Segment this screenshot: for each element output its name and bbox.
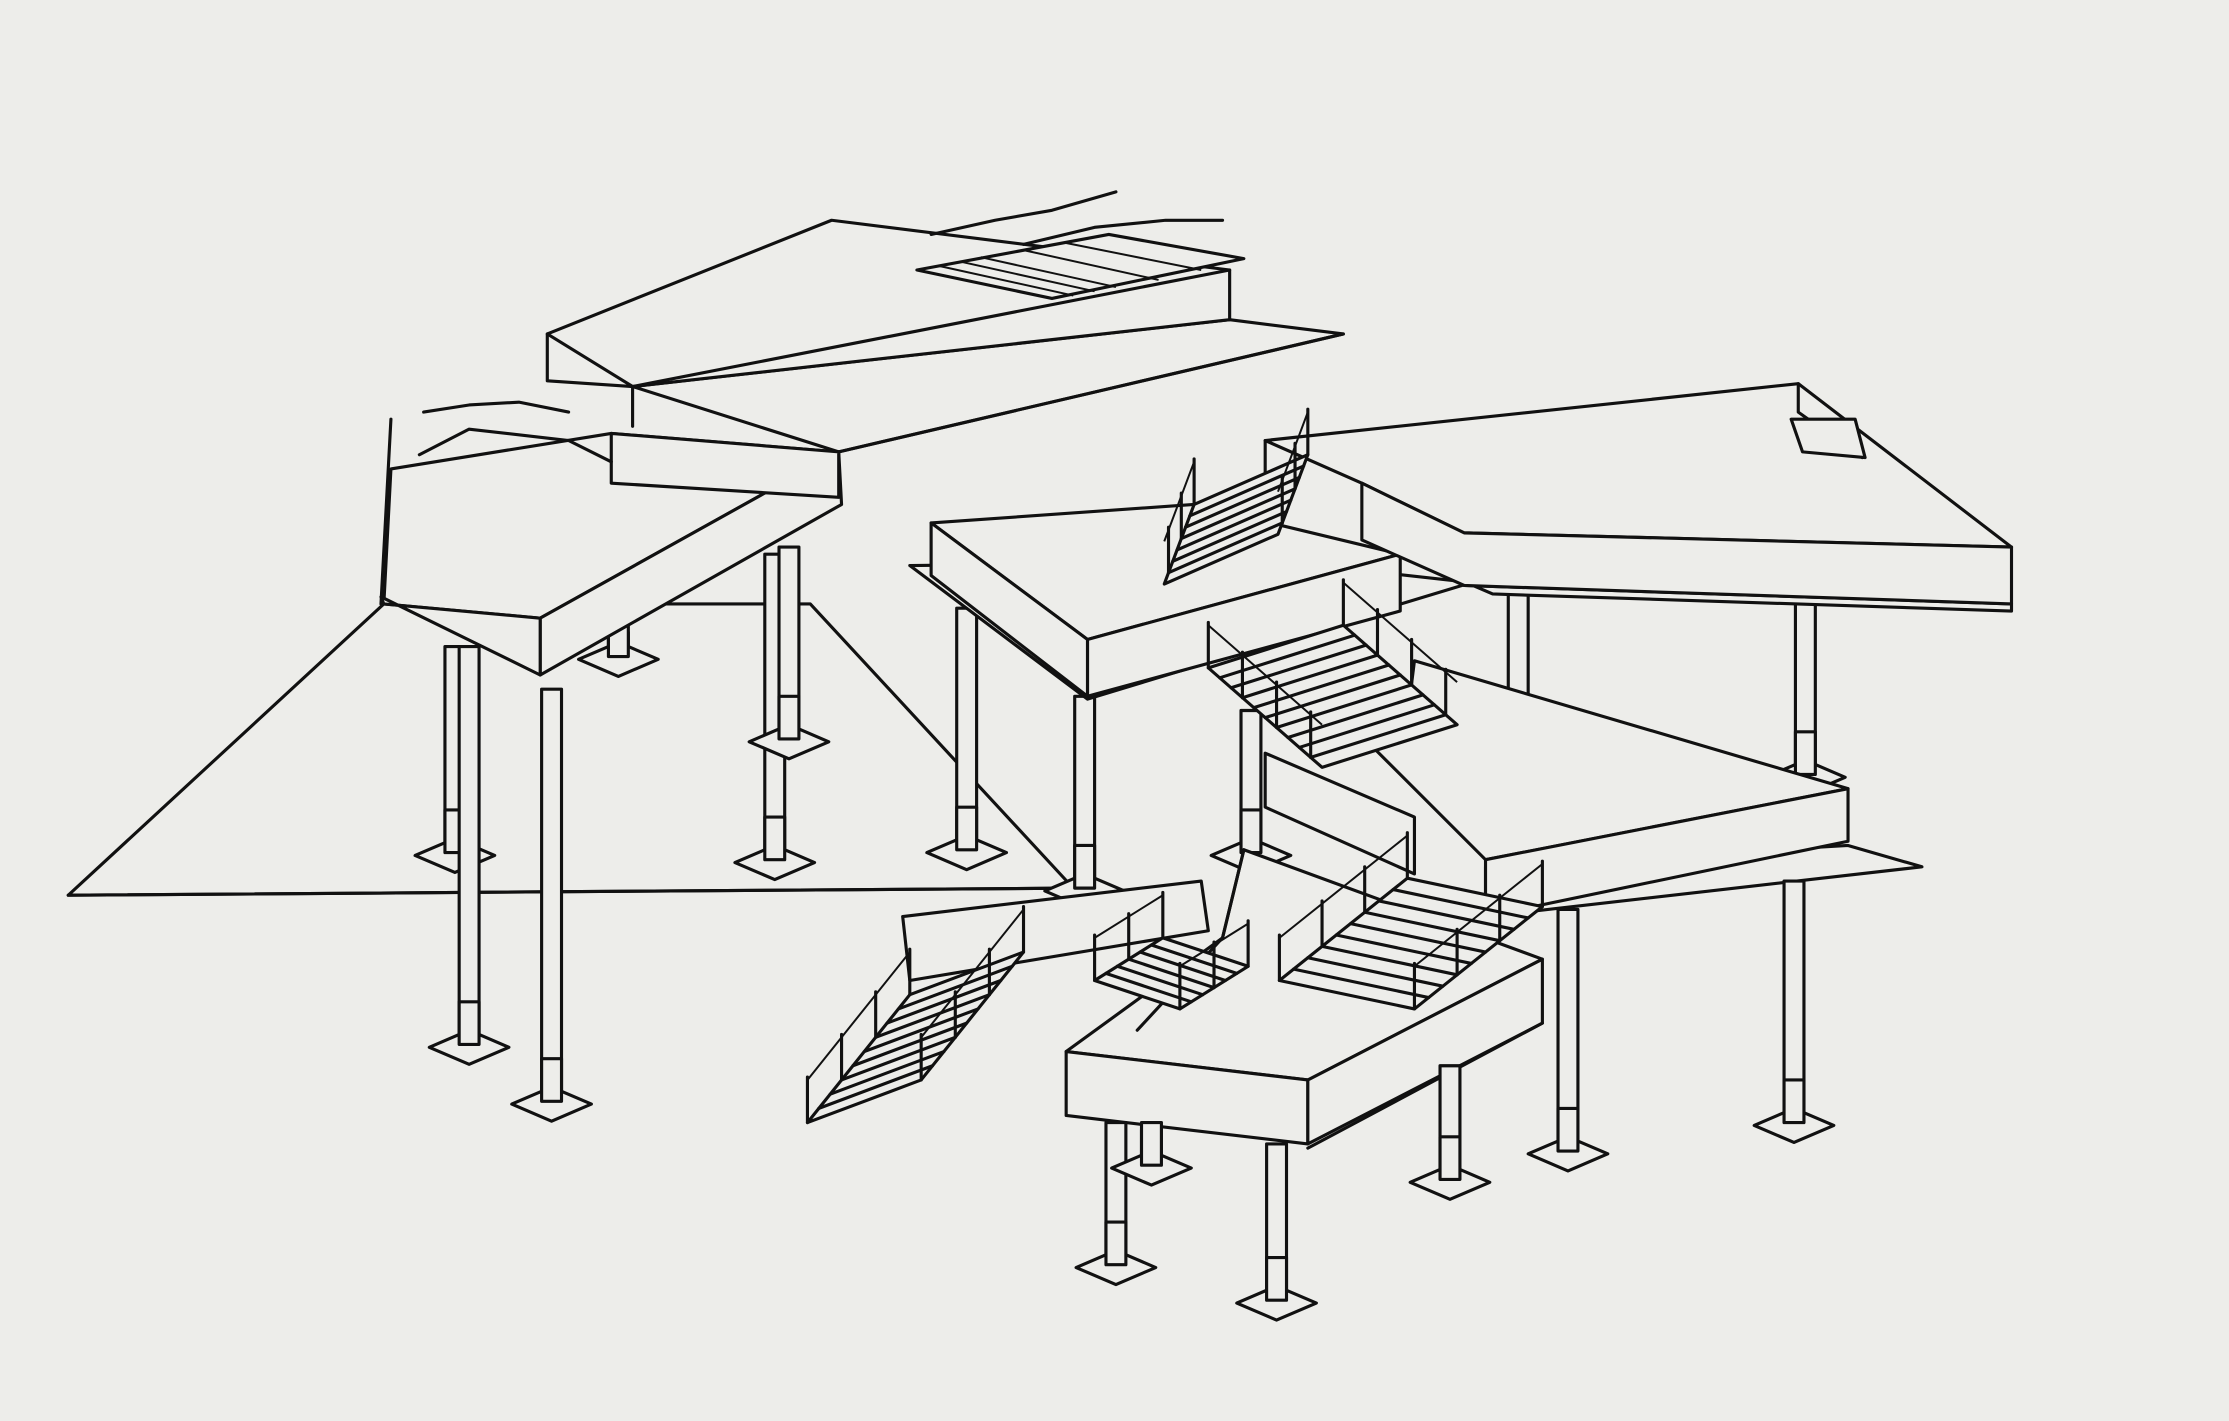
staircase [805, 905, 1026, 1125]
ground-plane [66, 602, 1075, 897]
support-column [1764, 602, 1847, 796]
support-column [1408, 1064, 1492, 1201]
support-column [747, 545, 831, 761]
columns-front [427, 644, 1836, 1322]
platform-top-back [545, 190, 1345, 454]
platform-lower-right [1263, 659, 1924, 919]
support-column [1752, 879, 1836, 1145]
support-column [733, 552, 817, 882]
staircase [1206, 578, 1459, 769]
wall-lower-left [901, 879, 1210, 983]
support-column [1526, 907, 1610, 1173]
support-column [510, 687, 593, 1123]
support-column [925, 606, 1009, 872]
staircase [1277, 831, 1544, 1011]
staircase [1162, 407, 1310, 586]
support-column [427, 644, 511, 1066]
platform-left [379, 400, 844, 677]
platform-right [1263, 382, 2014, 613]
support-column [1074, 1121, 1158, 1287]
support-column [1110, 1121, 1193, 1187]
stairs [805, 407, 1544, 1125]
staircase [1093, 890, 1250, 1011]
support-column [1235, 1142, 1318, 1322]
